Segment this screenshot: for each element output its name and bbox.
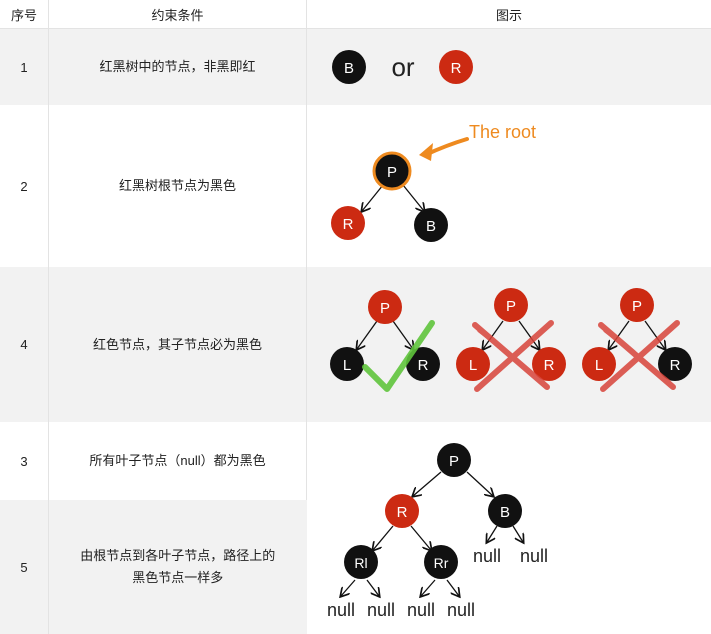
table-row: 1 红黑树中的节点，非黑即红 B or R bbox=[0, 28, 711, 105]
node-label: L bbox=[343, 357, 351, 374]
node-label: B bbox=[426, 218, 436, 235]
root-arrow-head bbox=[419, 143, 433, 161]
black-node bbox=[488, 494, 522, 528]
figure-red-children-black: P L R P L bbox=[330, 288, 692, 392]
null-leaf: null bbox=[327, 600, 355, 620]
row-constraint: 所有叶子节点（null）都为黑色 bbox=[48, 422, 307, 500]
red-node bbox=[331, 206, 365, 240]
row-figure: P L R P L bbox=[306, 267, 711, 422]
red-node bbox=[456, 347, 490, 381]
node-label: B bbox=[344, 60, 354, 77]
row-index: 4 bbox=[0, 267, 49, 422]
node-label: R bbox=[397, 504, 408, 521]
invalid-tree-1: P L R bbox=[456, 288, 566, 392]
black-node bbox=[414, 208, 448, 242]
table-row: 2 红黑树根节点为黑色 P R B bbox=[0, 105, 711, 267]
node-label: R bbox=[670, 357, 681, 374]
header-constraint: 约束条件 bbox=[48, 0, 307, 29]
row-index: 3 bbox=[0, 422, 49, 500]
edge bbox=[362, 184, 384, 211]
node-label: R bbox=[451, 60, 462, 77]
red-node bbox=[582, 347, 616, 381]
table-row: 3 所有叶子节点（null）都为黑色 bbox=[0, 422, 711, 620]
row-figure: B or R bbox=[306, 28, 711, 105]
node-label: P bbox=[449, 453, 459, 470]
node-label: B bbox=[500, 504, 510, 521]
cross-icon bbox=[598, 320, 680, 392]
table-header-row: 序号 约束条件 图示 bbox=[0, 0, 711, 29]
table-row: 4 红色节点，其子节点必为黑色 P bbox=[0, 267, 711, 422]
node-label: R bbox=[343, 216, 354, 233]
node-label: Rr bbox=[434, 555, 449, 571]
black-node bbox=[658, 347, 692, 381]
node-label: Rl bbox=[354, 555, 367, 571]
node-label: L bbox=[595, 357, 603, 374]
row-index: 5 bbox=[0, 500, 49, 634]
node-label: P bbox=[387, 164, 397, 181]
row-constraint: 红色节点，其子节点必为黑色 bbox=[48, 267, 307, 422]
row-figure: P R B The root bbox=[307, 105, 711, 267]
table-row: 5 由根节点到各叶子节点，路径上的 黑色节点一样多 bbox=[0, 500, 711, 634]
null-leaf: null bbox=[447, 600, 475, 620]
node-label: L bbox=[469, 357, 477, 374]
black-node bbox=[437, 443, 471, 477]
black-node bbox=[406, 347, 440, 381]
edge bbox=[402, 184, 424, 211]
header-illustration: 图示 bbox=[306, 0, 711, 29]
node-label: P bbox=[380, 300, 390, 317]
constraint-line: 黑色节点一样多 bbox=[132, 570, 224, 585]
row-constraint: 红黑树中的节点，非黑即红 bbox=[48, 28, 307, 105]
red-node bbox=[494, 288, 528, 322]
null-leaf: null bbox=[473, 546, 501, 566]
null-leaf: null bbox=[407, 600, 435, 620]
null-leaf: null bbox=[520, 546, 548, 566]
row-index: 1 bbox=[0, 28, 49, 105]
node-label: P bbox=[632, 298, 642, 315]
black-node bbox=[424, 545, 458, 579]
row-figure: P R B Rl Rr null null null null null nul… bbox=[307, 422, 711, 634]
constraint-line: 由根节点到各叶子节点，路径上的 bbox=[80, 548, 276, 563]
red-node bbox=[439, 50, 473, 84]
check-icon bbox=[362, 320, 435, 392]
figure-black-height: P R B Rl Rr null null null null null nul… bbox=[327, 443, 548, 620]
invalid-tree-2: P L R bbox=[582, 288, 692, 392]
root-node bbox=[372, 151, 412, 191]
red-node bbox=[385, 494, 419, 528]
black-node bbox=[330, 347, 364, 381]
null-leaf: null bbox=[367, 600, 395, 620]
black-node bbox=[332, 50, 366, 84]
node-label: R bbox=[418, 357, 429, 374]
root-label: The root bbox=[469, 122, 536, 142]
or-text: or bbox=[391, 52, 414, 82]
red-node bbox=[620, 288, 654, 322]
red-node bbox=[368, 290, 402, 324]
node-label: P bbox=[506, 298, 516, 315]
figure-node-colors: B or R bbox=[332, 50, 473, 84]
node-label: R bbox=[544, 357, 555, 374]
header-index: 序号 bbox=[0, 0, 49, 29]
row-constraint: 红黑树根节点为黑色 bbox=[48, 105, 307, 267]
figure-root-black: P R B The root bbox=[331, 122, 536, 242]
row-index: 2 bbox=[0, 105, 49, 267]
black-node bbox=[344, 545, 378, 579]
row-constraint: 由根节点到各叶子节点，路径上的 黑色节点一样多 bbox=[48, 500, 307, 634]
valid-tree: P L R bbox=[330, 290, 440, 392]
red-node bbox=[532, 347, 566, 381]
cross-icon bbox=[472, 320, 554, 392]
